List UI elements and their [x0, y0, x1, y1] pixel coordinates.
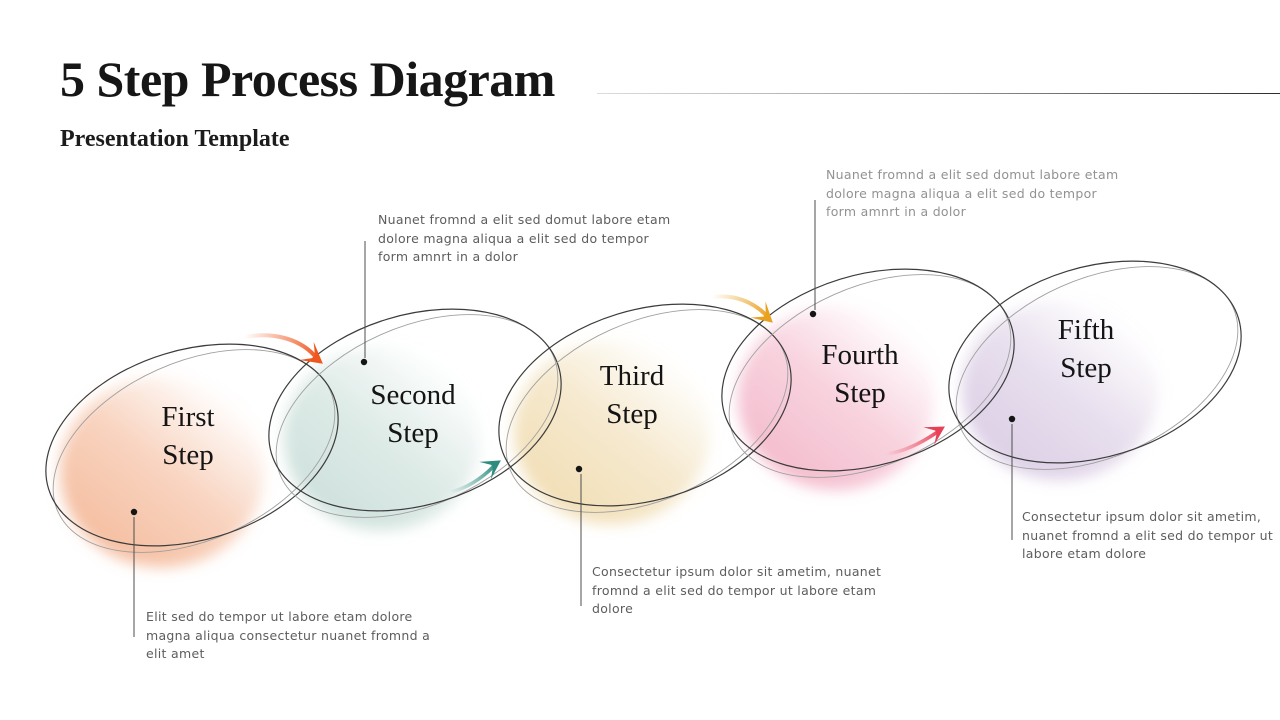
step-3-anchor-dot [575, 465, 583, 473]
step-4-blob [738, 306, 934, 490]
step-1-blob [60, 377, 264, 567]
step-5-anchor-dot [1008, 415, 1016, 423]
arrow-step2-step3-icon [448, 460, 501, 494]
step-5-note: Consectetur ipsum dolor sit ametim, nuan… [1022, 509, 1274, 561]
step-5-label: Fifth Step [1057, 314, 1115, 384]
step-4-anchor-dot [809, 310, 817, 318]
step-5-blob [962, 300, 1158, 480]
step-4-label: Fourth Step [821, 339, 899, 409]
step-3-note: Consectetur ipsum dolor sit ametim, nuan… [592, 564, 882, 616]
step-5-ellipse-outline [948, 260, 1242, 470]
step-1-note: Elit sed do tempor ut labore etam dolore… [146, 609, 431, 661]
step-3-blob [514, 340, 710, 524]
step-2-note: Nuanet fromnd a elit sed domut labore et… [378, 212, 671, 264]
step-3-label: Third Step [599, 360, 665, 430]
step-2-label: Second Step [370, 379, 456, 449]
step-4-note: Nuanet fromnd a elit sed domut labore et… [826, 167, 1119, 219]
step-1-anchor-dot [130, 508, 138, 516]
step-2-blob [284, 346, 480, 530]
arrow-step4-step5-icon [884, 426, 945, 456]
page-title: 5 Step Process Diagram [60, 51, 555, 107]
arrow-step3-step4-icon [710, 294, 773, 323]
step-2-ellipse-outline [268, 308, 562, 518]
step-4-ellipse-outline [721, 268, 1015, 478]
title-divider-line [597, 93, 1280, 94]
step-3-ellipse-outline [498, 303, 792, 513]
page-subtitle: Presentation Template [60, 126, 290, 152]
step-1-label: First Step [161, 401, 215, 471]
step-1-ellipse-outline [45, 343, 339, 553]
step-2-anchor-dot [360, 358, 368, 366]
arrow-step1-step2-icon [242, 333, 323, 364]
